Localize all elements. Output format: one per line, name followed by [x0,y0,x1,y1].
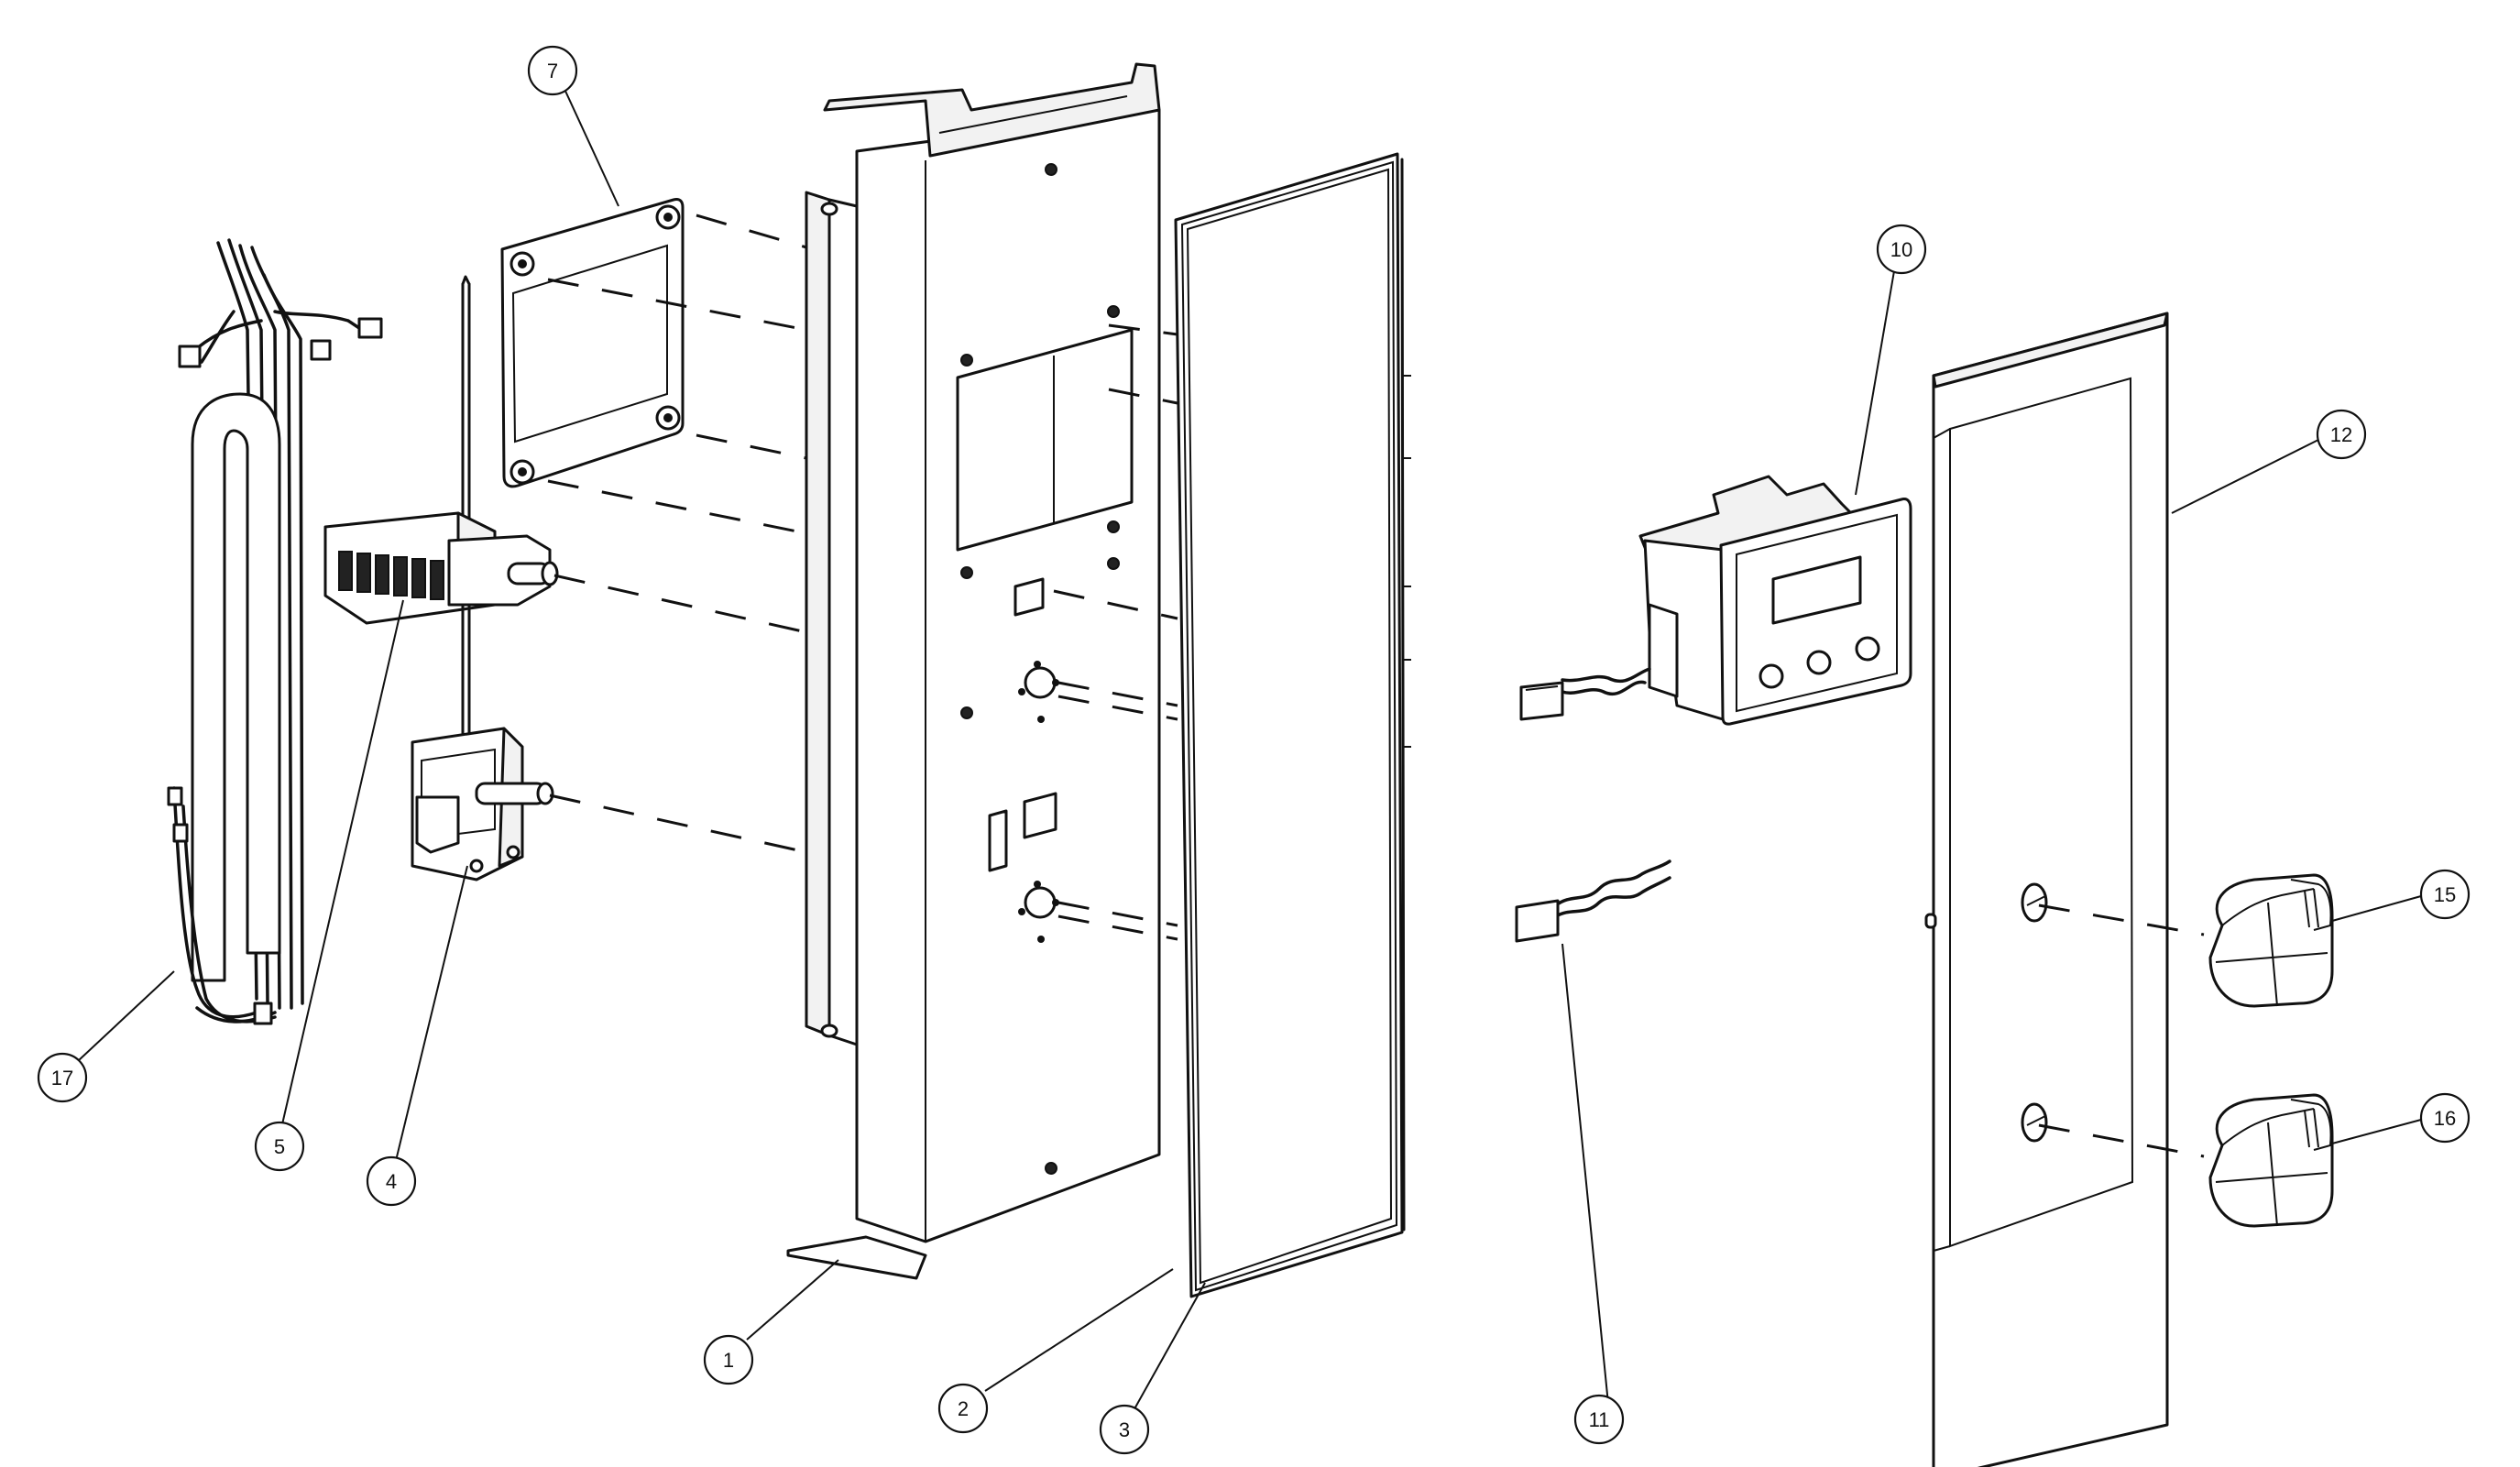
leader-lines [77,86,2422,1415]
svg-text:7: 7 [547,60,558,82]
callout-15: 15 [2419,869,2471,920]
assembly-dashed-lines [547,213,2205,1158]
frame-gasket-part [1174,152,1406,1298]
thermostat-part [411,727,554,881]
callout-11: 11 [1573,1394,1625,1445]
svg-text:15: 15 [2434,883,2456,906]
callout-4: 4 [366,1155,417,1207]
svg-text:2: 2 [958,1397,969,1420]
callout-16: 16 [2419,1092,2471,1144]
knob-lower-part [2208,1093,2334,1228]
svg-text:11: 11 [1589,1408,1610,1431]
svg-text:3: 3 [1119,1418,1130,1441]
callout-12: 12 [2316,409,2367,460]
terminal-block-part [323,275,559,735]
svg-text:16: 16 [2434,1107,2456,1130]
callout-3: 3 [1099,1404,1150,1455]
wire-harness-part [167,238,383,1025]
front-overlay-panel-part [1924,312,2169,1467]
callout-7: 7 [527,45,578,96]
wire-jumper-part [1515,859,1671,943]
callout-10: 10 [1876,224,1927,275]
mounting-plate-part [500,198,685,488]
callout-5: 5 [254,1121,305,1172]
knob-upper-part [2208,873,2334,1008]
control-panel-bracket-part [786,62,1161,1280]
svg-text:5: 5 [274,1135,285,1158]
svg-text:1: 1 [723,1349,734,1372]
callout-17: 17 [37,1052,88,1103]
callout-1: 1 [703,1334,754,1385]
svg-text:17: 17 [51,1067,73,1089]
svg-text:4: 4 [386,1170,397,1193]
callout-2: 2 [937,1383,989,1434]
electronic-timer-part [1519,475,1912,726]
svg-text:12: 12 [2330,423,2352,446]
svg-text:10: 10 [1890,238,1912,261]
